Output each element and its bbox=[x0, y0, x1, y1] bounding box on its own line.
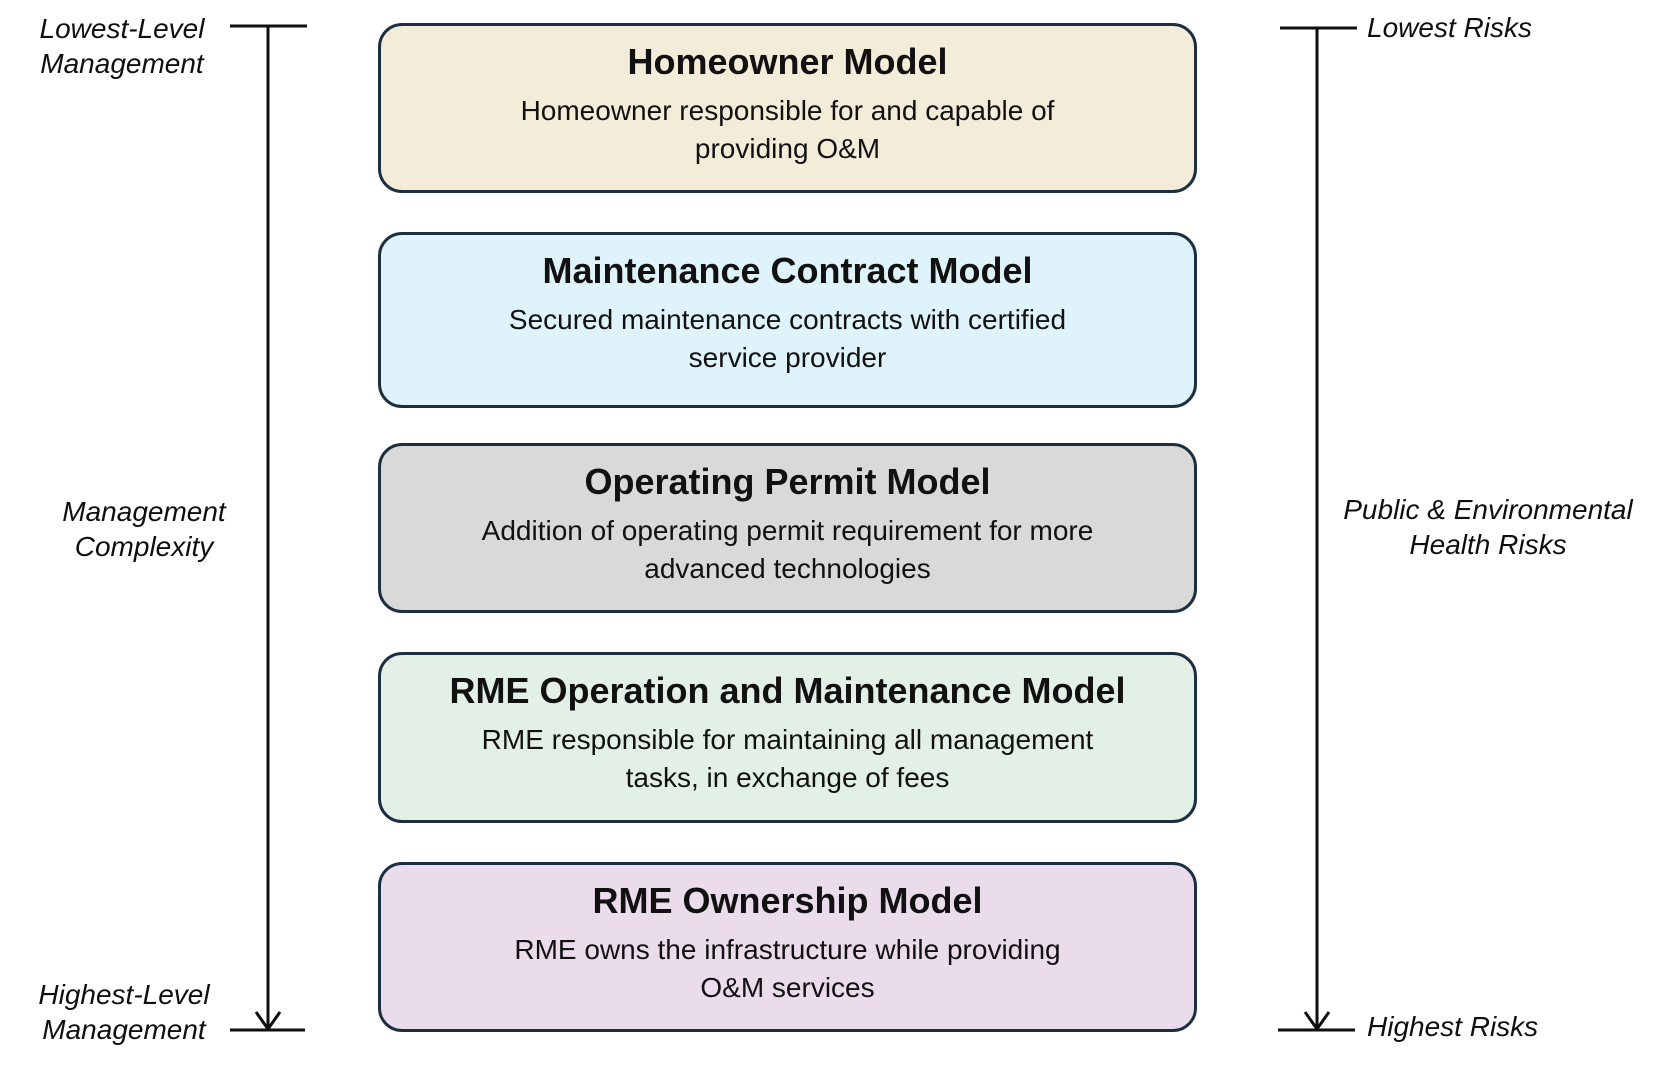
box-description: Homeowner responsible for and capable of… bbox=[520, 95, 1055, 164]
label-lowest-level-management: Lowest-Level Management bbox=[39, 13, 205, 79]
management-complexity-arrow bbox=[230, 24, 307, 1032]
label-lowest-risks: Lowest Risks bbox=[1367, 12, 1532, 43]
label-highest-level-management: Highest-Level Management bbox=[38, 979, 210, 1045]
label-highest-risks: Highest Risks bbox=[1367, 1011, 1539, 1042]
health-risks-arrow bbox=[1278, 26, 1357, 1032]
box-description: Addition of operating permit requirement… bbox=[481, 515, 1094, 584]
box-title: RME Operation and Maintenance Model bbox=[449, 670, 1126, 711]
box-description: RME owns the infrastructure while provid… bbox=[514, 934, 1061, 1003]
rme-ownership-model-box: RME Ownership Model RME owns the infrast… bbox=[378, 862, 1197, 1032]
box-title: Maintenance Contract Model bbox=[542, 250, 1033, 291]
box-title: RME Ownership Model bbox=[592, 880, 983, 921]
box-title: Operating Permit Model bbox=[584, 461, 991, 502]
label-public-environmental-health-risks: Public & Environmental Health Risks bbox=[1343, 494, 1633, 560]
rme-operation-maintenance-model-box: RME Operation and Maintenance Model RME … bbox=[378, 652, 1197, 823]
box-description: RME responsible for maintaining all mana… bbox=[481, 724, 1094, 793]
operating-permit-model-box: Operating Permit Model Addition of opera… bbox=[378, 443, 1197, 613]
homeowner-model-box: Homeowner Model Homeowner responsible fo… bbox=[378, 23, 1197, 193]
box-description: Secured maintenance contracts with certi… bbox=[508, 304, 1067, 373]
maintenance-contract-model-box: Maintenance Contract Model Secured maint… bbox=[378, 232, 1197, 408]
label-management-complexity: Management Complexity bbox=[62, 496, 226, 562]
box-title: Homeowner Model bbox=[627, 41, 948, 82]
